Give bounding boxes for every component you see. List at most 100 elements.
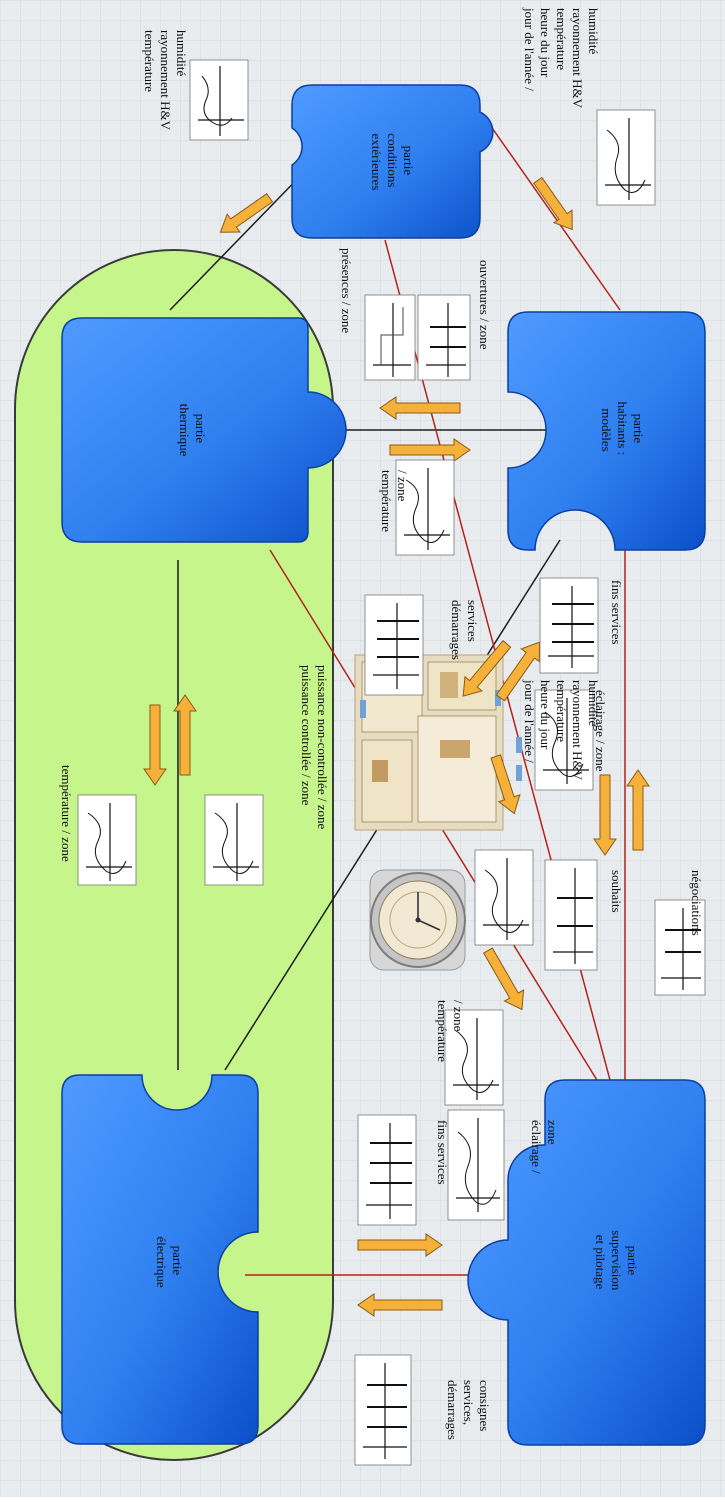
label-line: démarrages xyxy=(445,1380,460,1440)
module-supervision: partie supervision et pilotage xyxy=(467,1079,706,1446)
pulse-signal-icon xyxy=(654,899,706,996)
floorplan-window xyxy=(360,700,366,718)
label-line: humidité xyxy=(586,8,601,54)
label-demarrages-consignes: démarrages services, consignes xyxy=(445,1380,492,1443)
label-line: température xyxy=(554,8,569,70)
icon-waveform xyxy=(544,711,584,777)
label-line: rayonnement H&V xyxy=(570,680,585,781)
icon-waveform xyxy=(457,1131,497,1205)
label-line: / zone xyxy=(451,1000,466,1032)
module-label-line: partie xyxy=(625,1246,640,1276)
module-label: partie habitants : modèles xyxy=(599,401,646,458)
icon-frame xyxy=(444,1009,504,1106)
label-demarrages-services: démarrages services xyxy=(449,600,480,663)
clock-hand xyxy=(417,919,441,931)
line-conditions-habitants xyxy=(489,124,621,311)
icon-waveform xyxy=(405,479,445,543)
label-fins-services-low: fins services xyxy=(435,1120,450,1185)
icon-frame xyxy=(189,59,249,141)
label-puissance: puissance controllée / zone puissance no… xyxy=(299,665,330,829)
wave-signal-icon xyxy=(395,459,455,556)
module-label-line: thermique xyxy=(177,404,192,457)
arrow-conditions-to-thermique xyxy=(219,193,274,233)
floorplan-room xyxy=(417,715,497,823)
label-temperature-zone-green: température / zone xyxy=(59,765,74,862)
icon-waveform xyxy=(606,129,646,193)
icon-frame xyxy=(539,577,599,674)
label-eclairage-zone-mid: éclairage / zone xyxy=(593,690,608,772)
module-electrique: partie électrique xyxy=(61,1074,259,1445)
clock-illustration xyxy=(369,869,466,971)
wave-signal-icon xyxy=(447,1109,505,1221)
step-signal-icon xyxy=(364,294,416,381)
puzzle-piece xyxy=(61,1074,259,1445)
icon-frame xyxy=(596,109,656,206)
wave-signal-icon xyxy=(77,794,137,886)
wave-signal-icon xyxy=(189,59,249,141)
pulse-signal-icon xyxy=(539,577,599,674)
icon-frame xyxy=(534,689,594,791)
icon-waveform xyxy=(484,869,524,933)
label-eclairage-zone-low: éclairage / zone xyxy=(529,1120,560,1177)
module-thermique: partie thermique xyxy=(61,317,347,543)
label-line: heure du jour xyxy=(538,8,553,78)
module-label-line: électrique xyxy=(154,1236,169,1287)
clock-center xyxy=(415,917,421,923)
wave-signal-icon xyxy=(474,849,534,946)
puzzle-piece xyxy=(507,311,706,551)
transfer-arrows xyxy=(143,176,650,1317)
label-line: heure du jour xyxy=(538,680,553,750)
module-label: partie thermique xyxy=(177,404,208,457)
wave-signal-icon xyxy=(534,689,594,791)
pulse-signal-icon xyxy=(417,294,471,381)
floorplan-window xyxy=(516,765,522,781)
floorplan-furniture xyxy=(440,672,458,698)
module-label-line: partie xyxy=(193,414,208,444)
icon-frame xyxy=(354,1354,412,1466)
labels: température rayonnement H&V humidité jou… xyxy=(59,7,704,1443)
label-line: température xyxy=(379,470,394,532)
icon-waveform xyxy=(87,812,127,874)
module-conditions: partie conditions extérieures xyxy=(291,84,494,239)
arrow-habitants-to-thermique xyxy=(379,396,461,420)
label-jour-annee-top: jour de l'année / heure du jour températ… xyxy=(522,7,601,111)
label-line: humidité xyxy=(586,680,601,726)
pulse-signal-icon xyxy=(357,1114,417,1226)
arrow-conditions-to-habitants xyxy=(533,176,573,231)
module-label-line: partie xyxy=(631,414,646,444)
label-line: services xyxy=(465,600,480,642)
icon-frame xyxy=(364,294,416,381)
label-line: puissance controllée / zone xyxy=(299,665,314,806)
icon-frame xyxy=(357,1114,417,1226)
module-label-line: extérieures xyxy=(369,133,384,190)
arrow-electrique-to-supervision xyxy=(357,1233,443,1257)
label-line: démarrages xyxy=(449,600,464,660)
puzzle-piece xyxy=(61,317,347,543)
module-label-line: modèles xyxy=(599,408,614,451)
icon-frame xyxy=(77,794,137,886)
label-line: rayonnement H&V xyxy=(158,30,173,131)
arrow-negociations-up xyxy=(626,769,650,851)
pulse-signal-icon xyxy=(354,1354,412,1466)
arrow-souhaits-down xyxy=(593,774,617,856)
label-negociations: négociations xyxy=(689,870,704,936)
icon-waveform xyxy=(214,812,254,874)
floorplan-window xyxy=(516,737,522,753)
module-label-line: partie xyxy=(170,1246,185,1276)
icon-frame xyxy=(395,459,455,556)
arrow-puissance-up xyxy=(173,694,197,776)
label-line: température xyxy=(554,680,569,742)
label-line: rayonnement H&V xyxy=(570,8,585,109)
label-temperature-zone-low: température / zone xyxy=(435,1000,466,1065)
module-label: partie électrique xyxy=(154,1236,185,1287)
label-line: humidité xyxy=(174,30,189,76)
icon-frame xyxy=(544,859,598,971)
module-label-line: partie xyxy=(401,146,416,176)
label-line: consignes xyxy=(477,1380,492,1431)
arrow-temperature-down xyxy=(143,704,167,786)
floorplan-window xyxy=(495,690,501,706)
label-line: éclairage / xyxy=(529,1120,544,1174)
wave-signal-icon xyxy=(204,794,264,886)
